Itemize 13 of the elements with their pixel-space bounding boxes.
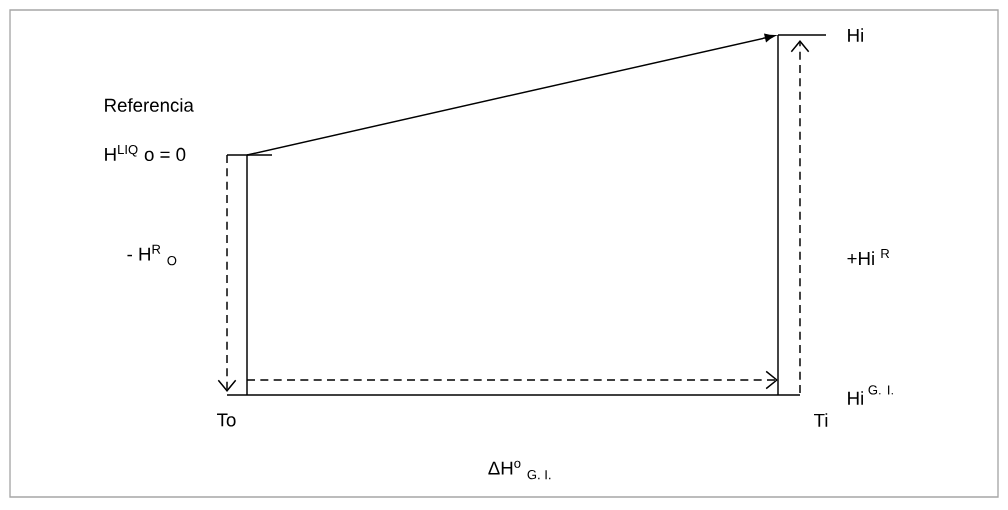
- arrow: [790, 40, 810, 394]
- state-label: Hi: [848, 28, 863, 42]
- formula-label: $\mathsf{Hi}^{\;\mathsf{G.\ I.}}$: [848, 385, 893, 405]
- edge-label: ΔH$^{o}$ G. I.: [486, 459, 554, 481]
- arrow: [217, 154, 237, 392]
- edge-label: +Hi $^{R}$: [845, 247, 892, 267]
- arrow: [246, 370, 778, 390]
- arrow: [246, 33, 776, 156]
- state-label: Ti: [814, 413, 828, 427]
- state-label: To: [217, 413, 236, 427]
- edge-label: - H$^{R}$ O: [125, 243, 179, 267]
- text-label: Referencia: [105, 98, 194, 112]
- state-label: H$^{LIQ}$ o = 0: [105, 144, 186, 162]
